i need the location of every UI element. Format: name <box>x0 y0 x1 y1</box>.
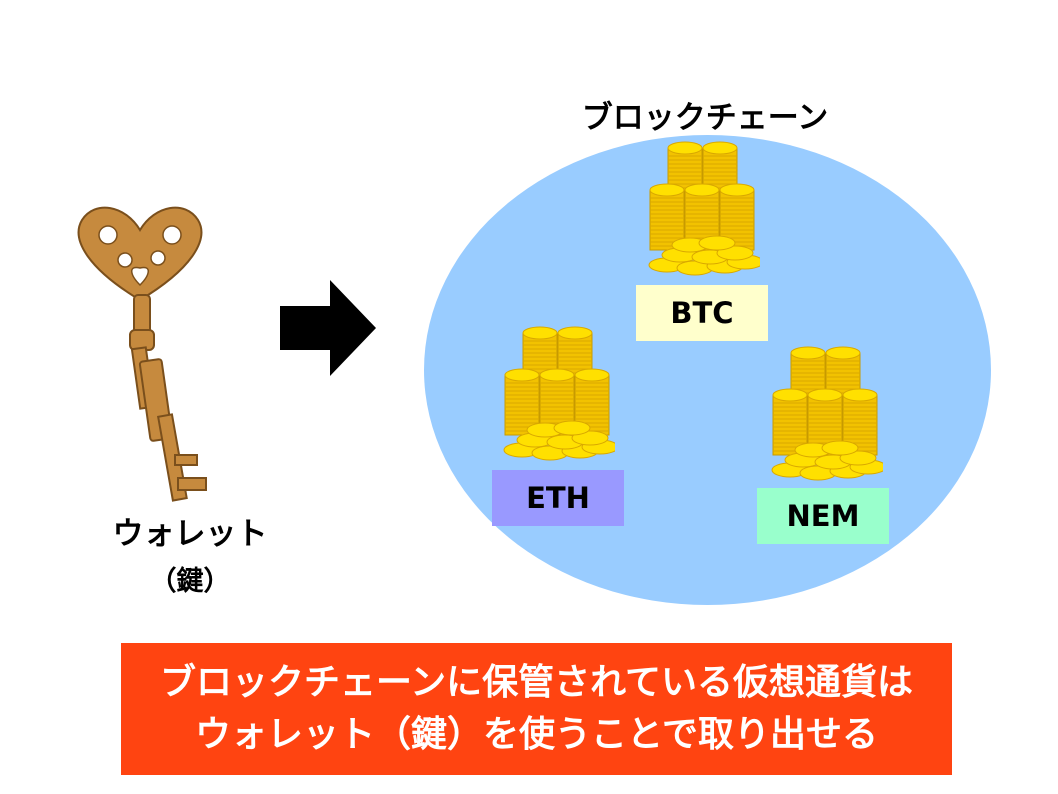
coin <box>553 420 591 436</box>
banner-line2: ウォレット（鍵）を使うことで取り出せる <box>195 714 878 755</box>
right-arrow-icon <box>280 280 376 376</box>
coin <box>772 388 808 402</box>
btc-coin-pile-icon <box>648 141 760 276</box>
coin <box>825 346 861 360</box>
coin <box>790 346 826 360</box>
coin <box>649 183 685 197</box>
coin <box>702 141 738 155</box>
wallet-label: ウォレット （鍵） <box>100 510 280 606</box>
currency-label-nem: NEM <box>757 488 889 544</box>
blockchain-title: ブロックチェーン <box>581 100 829 136</box>
coin <box>842 388 878 402</box>
coin <box>698 235 736 251</box>
nem-coin-pile-icon <box>771 346 883 481</box>
coin <box>574 368 610 382</box>
coin <box>667 141 703 155</box>
summary-banner: ブロックチェーンに保管されている仮想通貨は ウォレット（鍵）を使うことで取り出せ… <box>121 643 952 775</box>
currency-label-eth: ETH <box>492 470 624 526</box>
coin <box>504 368 540 382</box>
coin <box>539 368 575 382</box>
coin <box>807 388 843 402</box>
coin <box>821 440 859 456</box>
currency-label-btc: BTC <box>636 285 768 341</box>
coin <box>684 183 720 197</box>
banner-line1: ブロックチェーンに保管されている仮想通貨は <box>159 662 914 703</box>
coin <box>557 326 593 340</box>
coin <box>522 326 558 340</box>
eth-coin-pile-icon <box>503 326 615 461</box>
coin-stack <box>504 374 540 436</box>
wallet-label-line2: （鍵） <box>149 566 231 597</box>
coin <box>719 183 755 197</box>
wallet-label-line1: ウォレット <box>112 516 268 552</box>
key-icon <box>77 206 207 502</box>
